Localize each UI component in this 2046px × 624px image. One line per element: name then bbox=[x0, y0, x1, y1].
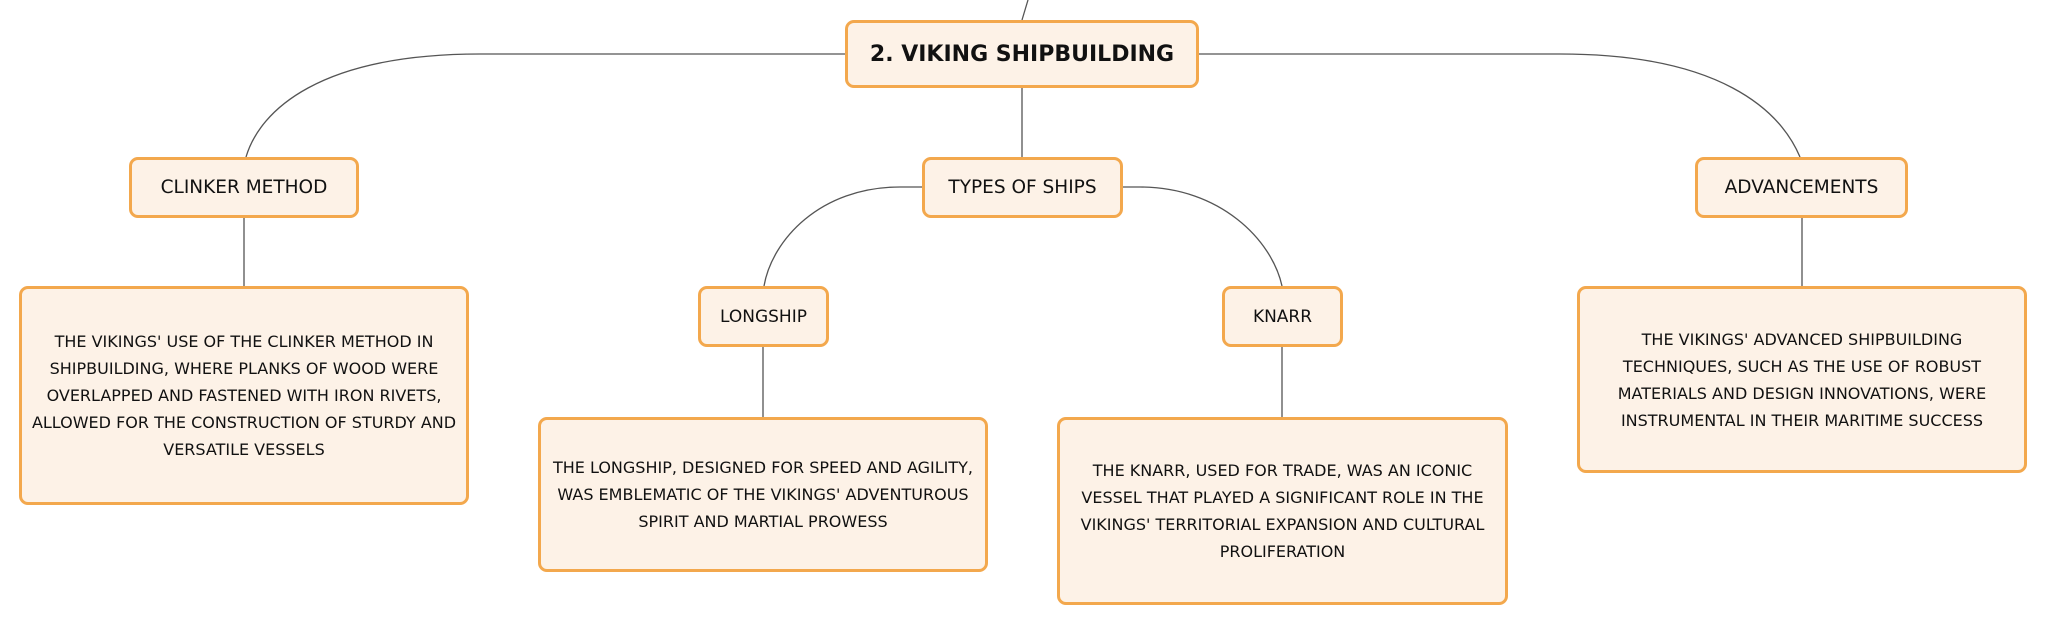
description-clinker-method-text: THE VIKINGS' USE OF THE CLINKER METHOD I… bbox=[31, 332, 457, 459]
connector-incoming-root bbox=[1021, 0, 1029, 21]
node-advancements-label: ADVANCEMENTS bbox=[1724, 177, 1879, 198]
connector-types-longship bbox=[763, 186, 922, 287]
root-node[interactable]: 2. VIKING SHIPBUILDING bbox=[845, 20, 1199, 88]
node-types-of-ships-label: TYPES OF SHIPS bbox=[948, 177, 1097, 198]
node-longship[interactable]: LONGSHIP bbox=[698, 286, 829, 347]
connector-types-knarr bbox=[1123, 186, 1283, 287]
description-longship-text: THE LONGSHIP, DESIGNED FOR SPEED AND AGI… bbox=[552, 458, 973, 531]
node-clinker-method-label: CLINKER METHOD bbox=[160, 177, 328, 198]
node-longship-label: LONGSHIP bbox=[720, 306, 807, 327]
node-types-of-ships[interactable]: TYPES OF SHIPS bbox=[922, 157, 1123, 218]
description-clinker-method[interactable]: THE VIKINGS' USE OF THE CLINKER METHOD I… bbox=[19, 286, 469, 505]
description-knarr-text: THE KNARR, USED FOR TRADE, WAS AN ICONIC… bbox=[1080, 461, 1485, 561]
node-knarr-label: KNARR bbox=[1252, 306, 1313, 327]
node-clinker-method[interactable]: CLINKER METHOD bbox=[129, 157, 359, 218]
description-knarr[interactable]: THE KNARR, USED FOR TRADE, WAS AN ICONIC… bbox=[1057, 417, 1508, 605]
connector-root-advancements bbox=[1199, 53, 1801, 158]
node-advancements[interactable]: ADVANCEMENTS bbox=[1695, 157, 1908, 218]
description-longship[interactable]: THE LONGSHIP, DESIGNED FOR SPEED AND AGI… bbox=[538, 417, 988, 572]
root-node-label: 2. VIKING SHIPBUILDING bbox=[869, 41, 1175, 67]
description-advancements[interactable]: THE VIKINGS' ADVANCED SHIPBUILDING TECHN… bbox=[1577, 286, 2027, 473]
node-knarr[interactable]: KNARR bbox=[1222, 286, 1343, 347]
description-advancements-text: THE VIKINGS' ADVANCED SHIPBUILDING TECHN… bbox=[1617, 329, 1987, 430]
connector-root-clinker bbox=[245, 53, 845, 158]
